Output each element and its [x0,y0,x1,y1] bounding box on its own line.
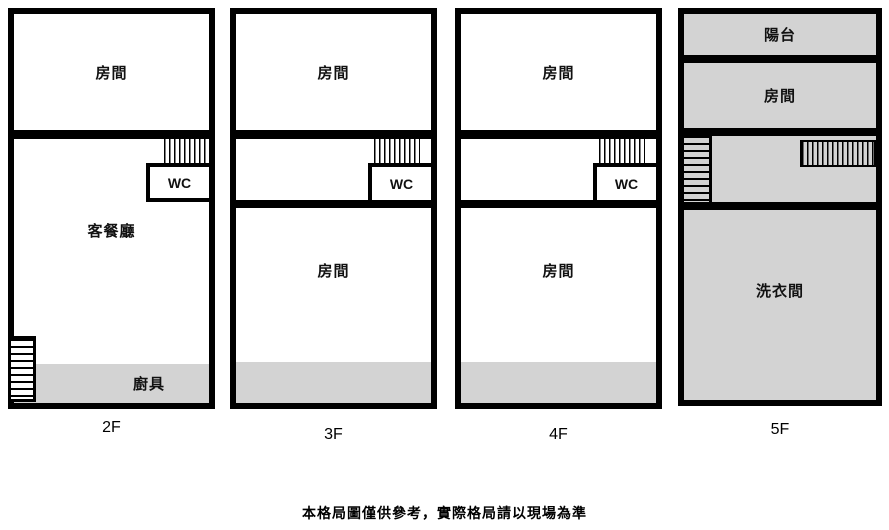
stairs-hatch-2f [164,139,209,163]
disclaimer-caption: 本格局圖僅供參考，實際格局請以現場為準 [302,505,587,521]
gray-strip-4f [461,362,656,403]
room-balcony-5f: 陽台 [763,27,796,44]
stairs-hatch-4f [599,139,645,163]
floor-label-2f: 2F [102,419,121,436]
wall-divider-mid-4f [461,200,656,208]
stairs-hatch-3f [374,139,420,163]
stairs-hatch-left-5f [684,136,712,202]
floor-label-5f: 5F [770,421,790,438]
wall-divider-top-3f [236,130,431,139]
room-bedroom-bottom-3f: 房間 [317,262,350,280]
wall-divider-2f [14,130,209,139]
stairs-hatch-right-5f [800,140,876,167]
floor-label-3f: 3F [324,426,343,443]
room-wc-4f: WC [593,163,656,200]
room-kitchen-2f: 廚具 [132,376,165,393]
room-wc-3f: WC [368,163,431,200]
wall-divider-top-4f [461,130,656,139]
floor-label-4f: 4F [549,426,568,443]
wall-divider-2-5f [684,128,876,136]
wall-divider-mid-3f [236,200,431,208]
floorplan-unit-4f: 房間 WC 房間 [455,8,662,409]
ladder-hatch-2f [8,336,36,402]
room-living-2f: 客餐廳 [87,222,136,240]
wall-divider-3-5f [684,202,876,210]
gray-strip-3f [236,362,431,403]
floorplan-unit-3f: 房間 WC 房間 [230,8,437,409]
floorplan-unit-2f: 房間 WC 客餐廳 廚具 [8,8,215,409]
floorplan-unit-5f: 陽台 房間 洗衣間 [678,8,882,406]
room-bedroom-top-3f: 房間 [317,64,350,82]
room-bedroom-5f: 房間 [763,88,796,105]
room-bedroom-bottom-4f: 房間 [542,262,575,280]
kitchen-strip-2f [14,364,209,403]
room-bedroom-2f: 房間 [95,64,128,82]
room-bedroom-top-4f: 房間 [542,64,575,82]
room-wc-2f: WC [146,163,209,202]
wall-divider-1-5f [684,55,876,63]
room-laundry-5f: 洗衣間 [755,282,804,300]
